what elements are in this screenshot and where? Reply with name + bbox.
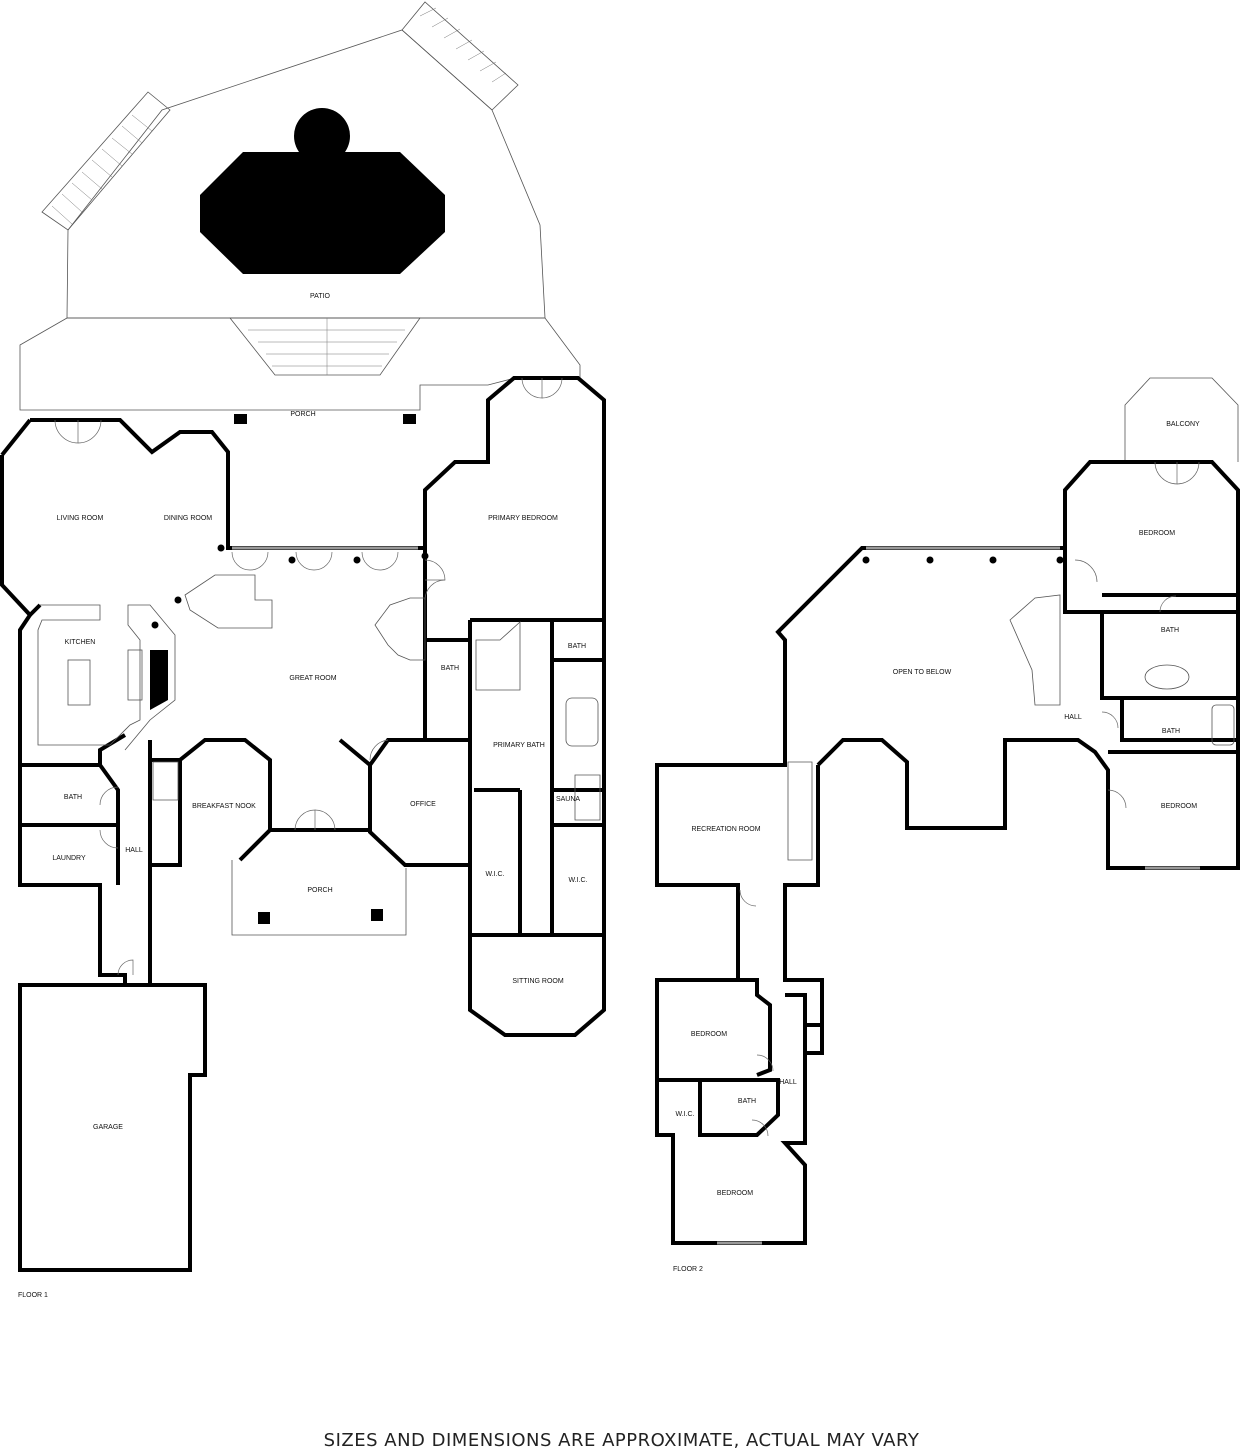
room-label-living-room: LIVING ROOM — [57, 515, 104, 522]
f2-post-1 — [862, 556, 870, 564]
porch-steps-top-treads — [248, 318, 405, 375]
floor-2-outer-wall[interactable] — [655, 460, 1240, 1245]
room-label-bath-bottom: BATH — [738, 1098, 756, 1105]
spa-shape — [294, 108, 350, 164]
room-label-primary-bedroom: PRIMARY BEDROOM — [488, 515, 558, 522]
floor-1-doors — [54, 377, 563, 976]
room-label-patio: PATIO — [310, 293, 331, 300]
room-label-great-room: GREAT ROOM — [289, 675, 336, 682]
patio-stairs-left — [41, 91, 171, 231]
room-label-bedroom-right: BEDROOM — [1161, 803, 1197, 810]
porch-column-2 — [403, 414, 416, 424]
porch-top-outline — [19, 317, 581, 411]
porch-bottom-column-1 — [258, 912, 270, 924]
dimensions-disclaimer: SIZES AND DIMENSIONS ARE APPROXIMATE, AC… — [323, 1430, 920, 1451]
floor-1: PATIO PORCH GARAGE KITCHEN — [0, 1, 606, 1299]
floor-2-stairs-straight — [787, 761, 813, 861]
floor-2-label: FLOOR 2 — [673, 1266, 703, 1273]
room-label-primary-bath: PRIMARY BATH — [493, 742, 545, 749]
room-label-porch-top: PORCH — [290, 411, 315, 418]
great-room-counter — [184, 574, 273, 629]
f2-post-4 — [1056, 556, 1064, 564]
room-label-wic-right: W.I.C. — [568, 877, 587, 884]
room-label-laundry: LAUNDRY — [52, 855, 86, 862]
garage-wall[interactable] — [18, 983, 207, 1272]
room-label-recreation-room: RECREATION ROOM — [691, 826, 760, 833]
floor-2-bath-tub-2 — [1211, 704, 1235, 746]
room-label-sitting-room: SITTING ROOM — [512, 978, 564, 985]
room-label-bedroom-top: BEDROOM — [1139, 530, 1175, 537]
floor-2-interior-walls — [657, 593, 1238, 1137]
post-3 — [288, 556, 296, 564]
fireplace — [150, 650, 168, 710]
primary-bath-tub — [565, 697, 599, 747]
balcony-outline — [1124, 377, 1239, 462]
room-label-bedroom-bottom: BEDROOM — [717, 1190, 753, 1197]
porch-steps-top — [229, 317, 421, 376]
room-label-bath-left: BATH — [64, 794, 82, 801]
patio-stairs-right — [401, 1, 519, 111]
post-5 — [421, 552, 429, 560]
floor-2-bath-tub — [1144, 664, 1190, 690]
room-label-bath-primary-side: BATH — [568, 643, 586, 650]
primary-bath-vanity — [475, 621, 521, 691]
post-6 — [151, 621, 159, 629]
room-label-bath-mid: BATH — [1162, 728, 1180, 735]
room-label-sauna: SAUNA — [556, 796, 580, 803]
kitchen-counter — [37, 604, 176, 751]
floor-2-windows — [717, 546, 1200, 1245]
great-room-stairs — [374, 597, 426, 661]
room-label-garage: GARAGE — [93, 1124, 123, 1131]
pool-shape — [200, 152, 445, 274]
patio-stairs-right-treads — [419, 7, 507, 83]
room-label-hall: HALL — [125, 847, 143, 854]
room-label-wic-left: W.I.C. — [485, 871, 504, 878]
room-label-bath-small: BATH — [441, 665, 459, 672]
porch-bottom-outline — [231, 860, 407, 936]
porch-column-1 — [234, 414, 247, 424]
room-label-bath-top: BATH — [1161, 627, 1179, 634]
floor-2: BALCONY — [655, 377, 1240, 1273]
porch-bottom-column-2 — [371, 909, 383, 921]
room-label-kitchen: KITCHEN — [65, 639, 96, 646]
room-label-open-to-below: OPEN TO BELOW — [893, 669, 952, 676]
back-hall-stairs — [152, 761, 179, 801]
room-label-dining-room: DINING ROOM — [164, 515, 212, 522]
post-4 — [353, 556, 361, 564]
room-label-wic: W.I.C. — [675, 1111, 694, 1118]
patio-stairs-left-treads — [51, 114, 153, 225]
f2-post-2 — [926, 556, 934, 564]
room-label-porch-bottom: PORCH — [307, 887, 332, 894]
kitchen-bar — [127, 649, 143, 701]
room-label-hall-bottom: HALL — [779, 1079, 797, 1086]
great-room-window-doors — [231, 551, 399, 571]
sauna-bench — [574, 774, 601, 821]
floor-1-label: FLOOR 1 — [18, 1292, 48, 1299]
f2-post-3 — [989, 556, 997, 564]
room-label-balcony: BALCONY — [1166, 421, 1200, 428]
floor-2-doors — [739, 461, 1200, 1137]
room-label-hall-top: HALL — [1064, 714, 1082, 721]
room-label-breakfast-nook: BREAKFAST NOOK — [192, 803, 256, 810]
kitchen-island — [67, 659, 91, 706]
post-1 — [174, 596, 182, 604]
room-label-bedroom-left: BEDROOM — [691, 1031, 727, 1038]
room-label-office: OFFICE — [410, 801, 436, 808]
post-2 — [217, 544, 225, 552]
floor-2-stairs-curved — [1009, 594, 1061, 706]
